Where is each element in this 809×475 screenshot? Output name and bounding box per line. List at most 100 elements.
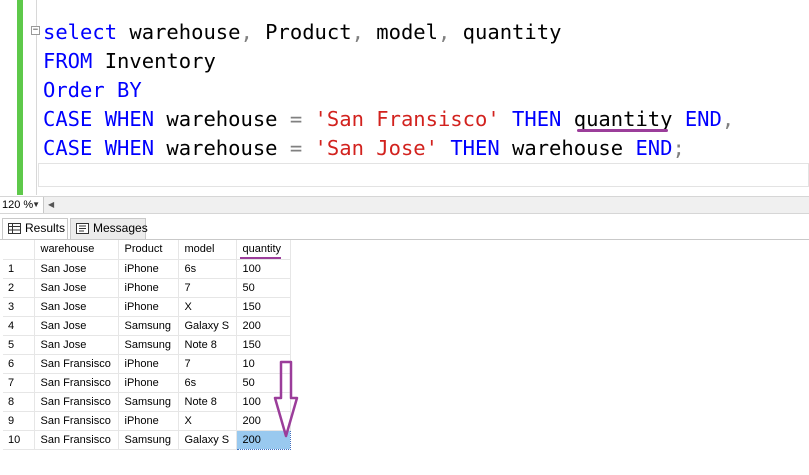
row-number[interactable]: 3 (3, 297, 35, 317)
cell-product[interactable]: Samsung (118, 430, 179, 450)
row-number[interactable]: 10 (3, 430, 35, 450)
tab-messages[interactable]: Messages (70, 218, 148, 239)
annotation-underline-quantity-header (240, 257, 281, 259)
cell-quantity[interactable]: 200 (235, 429, 291, 450)
cell-product[interactable]: Samsung (118, 392, 179, 412)
cell-quantity[interactable]: 50 (236, 278, 291, 298)
cell-warehouse[interactable]: San Jose (34, 297, 119, 317)
row-number[interactable]: 5 (3, 335, 35, 355)
gutter-divider (36, 0, 37, 195)
row-number[interactable]: 6 (3, 354, 35, 374)
cell-product[interactable]: iPhone (118, 278, 179, 298)
row-number[interactable]: 9 (3, 411, 35, 431)
cell-warehouse[interactable]: San Jose (34, 335, 119, 355)
cell-model[interactable]: Galaxy S (178, 430, 237, 450)
code-token: , (437, 20, 451, 44)
code-token: warehouse (154, 136, 290, 160)
cell-warehouse[interactable]: San Fransisco (34, 373, 119, 393)
code-token: CASE WHEN (43, 136, 155, 160)
cell-model[interactable]: 6s (178, 373, 237, 393)
cell-warehouse[interactable]: San Fransisco (34, 392, 119, 412)
tabs-divider (0, 239, 809, 240)
grid-icon (8, 223, 21, 234)
code-token: , (240, 20, 253, 44)
cell-model[interactable]: X (178, 297, 237, 317)
row-number[interactable]: 8 (3, 392, 35, 412)
cell-quantity[interactable]: 50 (236, 373, 291, 393)
code-line[interactable]: CASE WHEN warehouse = 'San Fransisco' TH… (43, 107, 734, 131)
cell-warehouse[interactable]: San Fransisco (34, 430, 119, 450)
cell-quantity[interactable]: 100 (236, 259, 291, 279)
row-number[interactable]: 1 (3, 259, 35, 279)
cell-quantity[interactable]: 200 (236, 316, 291, 336)
code-token: THEN (512, 107, 562, 131)
code-token (438, 136, 450, 160)
cell-product[interactable]: Samsung (118, 335, 179, 355)
zoom-level-select[interactable]: 120 % ▼ (0, 197, 44, 213)
code-token: quantity (450, 20, 562, 44)
cell-model[interactable]: 7 (178, 278, 237, 298)
scroll-left-arrow-icon[interactable]: ◀ (48, 200, 55, 209)
current-line-highlight (38, 163, 809, 187)
column-header-quantity[interactable]: quantity (236, 240, 291, 260)
cell-model[interactable]: 7 (178, 354, 237, 374)
row-number[interactable]: 2 (3, 278, 35, 298)
column-header-product[interactable]: Product (118, 240, 179, 260)
code-token: warehouse (154, 107, 290, 131)
row-number-header[interactable] (3, 240, 35, 260)
code-line[interactable]: Order BY (43, 78, 142, 102)
cell-quantity[interactable]: 150 (236, 297, 291, 317)
cell-quantity[interactable]: 10 (236, 354, 291, 374)
column-header-warehouse[interactable]: warehouse (34, 240, 119, 260)
sql-editor[interactable]: − select warehouse, Product, model, quan… (0, 0, 809, 195)
cell-warehouse[interactable]: San Fransisco (34, 354, 119, 374)
changed-lines-bar (17, 0, 23, 195)
cell-product[interactable]: iPhone (118, 297, 179, 317)
cell-warehouse[interactable]: San Fransisco (34, 411, 119, 431)
cell-model[interactable]: Note 8 (178, 392, 237, 412)
tab-results[interactable]: Results (2, 218, 68, 240)
code-token: = (289, 136, 303, 160)
cell-product[interactable]: iPhone (118, 259, 179, 279)
cell-warehouse[interactable]: San Jose (34, 278, 119, 298)
row-number[interactable]: 4 (3, 316, 35, 336)
cell-model[interactable]: Note 8 (178, 335, 237, 355)
collapse-toggle-icon[interactable]: − (31, 25, 40, 35)
grid-header-row: warehouse Product model quantity (3, 240, 291, 260)
code-token: = (289, 107, 303, 131)
code-token: quantity (561, 107, 685, 131)
cell-model[interactable]: 6s (178, 259, 237, 279)
code-line[interactable]: FROM Inventory (43, 49, 216, 73)
code-line[interactable]: select warehouse, Product, model, quanti… (43, 20, 561, 44)
code-token: , (351, 20, 364, 44)
code-token: warehouse (117, 20, 241, 44)
cell-warehouse[interactable]: San Jose (34, 259, 119, 279)
row-number[interactable]: 7 (3, 373, 35, 393)
cell-product[interactable]: iPhone (118, 354, 179, 374)
column-header-model[interactable]: model (178, 240, 237, 260)
code-token: 'San Jose' (314, 136, 438, 160)
cell-product[interactable]: iPhone (118, 373, 179, 393)
result-tabs: Results Messages (0, 214, 809, 240)
code-line[interactable]: CASE WHEN warehouse = 'San Jose' THEN wa… (43, 136, 685, 160)
messages-icon (76, 223, 89, 234)
cell-product[interactable]: Samsung (118, 316, 179, 336)
cell-model[interactable]: Galaxy S (178, 316, 237, 336)
cell-warehouse[interactable]: San Jose (34, 316, 119, 336)
code-token: model (363, 20, 438, 44)
cell-product[interactable]: iPhone (118, 411, 179, 431)
cell-model[interactable]: X (178, 411, 237, 431)
cell-quantity[interactable]: 150 (236, 335, 291, 355)
code-token (302, 136, 314, 160)
